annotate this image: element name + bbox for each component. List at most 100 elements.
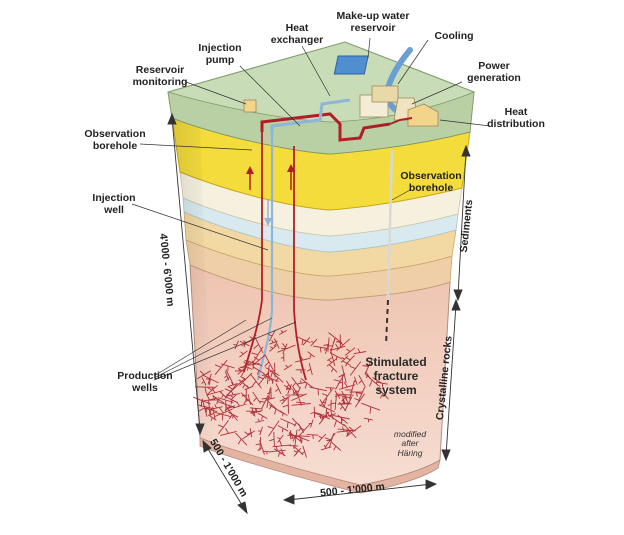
fracture-system [192,330,389,458]
observation-borehole-shaft [386,149,394,301]
fracture-mark [257,426,263,436]
fracture-mark [267,420,280,437]
label-injection-pump: Injection pump [198,42,242,67]
fracture-mark [306,363,313,376]
fracture-mark [239,360,250,377]
fracture-mark [376,381,388,388]
fracture-mark [296,401,306,406]
fracture-mark [255,418,265,423]
fracture-mark [239,340,250,348]
label-heat-exchanger: Heat exchanger [270,22,324,47]
fracture-mark [277,434,284,443]
fracture-mark [344,347,356,356]
fracture-mark [288,445,299,450]
fracture-mark [264,354,274,371]
fracture-mark [269,431,275,447]
fracture-mark [197,370,212,380]
fracture-mark [214,407,233,418]
label-makeup-water: Make-up water reservoir [336,10,410,35]
fracture-mark [349,361,362,376]
fracture-mark [214,411,232,421]
fracture-mark [273,338,280,349]
fracture-mark [298,423,305,433]
fracture-mark [269,345,277,352]
fracture-mark [326,348,336,367]
fracture-mark [240,361,254,369]
fracture-mark [325,387,336,392]
fracture-mark [235,432,248,446]
fracture-mark [234,367,245,372]
leader-lines [131,37,491,381]
fracture-mark [340,355,349,363]
fracture-mark [281,343,288,354]
fracture-mark [252,366,265,375]
hot-pipe-surface [260,112,391,142]
fracture-mark [261,388,271,408]
fracture-mark [358,374,366,386]
fracture-mark [263,373,271,379]
fracture-mark [294,354,311,363]
fracture-mark [318,433,327,443]
fracture-mark [244,359,263,370]
fracture-mark [198,404,215,413]
label-reservoir-monitoring: Reservoir monitoring [132,64,188,89]
fracture-mark [206,384,218,396]
fracture-mark [363,417,373,423]
fracture-mark [265,367,280,378]
fracture-mark [326,358,338,367]
fracture-mark [333,372,346,390]
fracture-mark [250,407,254,416]
fracture-mark [345,354,355,365]
fracture-mark [202,374,219,386]
fracture-mark [194,386,215,394]
fracture-mark [212,395,225,405]
fracture-mark [307,351,315,358]
fracture-mark [353,348,367,355]
fracture-mark [273,448,286,457]
fracture-mark [202,394,217,402]
fracture-mark [269,339,278,345]
fracture-mark [310,338,318,347]
fracture-mark [377,387,389,400]
fracture-mark [217,397,234,406]
fracture-mark [206,387,224,396]
fracture-mark [330,343,346,351]
dimension-lines [167,112,471,515]
fracture-mark [239,372,253,386]
monitoring-station [243,99,257,113]
fracture-mark [341,390,350,405]
fracture-mark [298,423,311,437]
fracture-mark [277,425,289,433]
fracture-mark [365,371,371,380]
fracture-mark [224,405,232,411]
fracture-mark [252,391,261,404]
fracture-mark [318,411,330,425]
fracture-mark [226,383,240,396]
label-production-wells: Production wells [117,370,173,395]
fracture-mark [279,330,287,335]
label-injection-well: Injection well [92,192,136,217]
fracture-mark [255,436,262,451]
water-reservoir [333,55,369,75]
fracture-mark [322,388,333,403]
fracture-mark [318,404,335,415]
fracture-mark [310,406,316,419]
fracture-mark [345,380,355,400]
fracture-mark [295,387,301,396]
fracture-mark [295,335,311,345]
heat-distribution-pipe [389,117,413,125]
fracture-mark [239,350,248,358]
fracture-mark [217,420,229,434]
fracture-mark [327,399,332,410]
observation-borehole-dashed [385,299,389,346]
label-cooling: Cooling [434,30,474,42]
fracture-mark [331,353,343,361]
fracture-mark [332,414,350,424]
fracture-mark [246,410,262,417]
fracture-mark [262,450,271,455]
injection-well-shaft [256,134,274,381]
fracture-mark [338,365,347,383]
fracture-mark [289,435,310,443]
fracture-mark [323,337,330,352]
